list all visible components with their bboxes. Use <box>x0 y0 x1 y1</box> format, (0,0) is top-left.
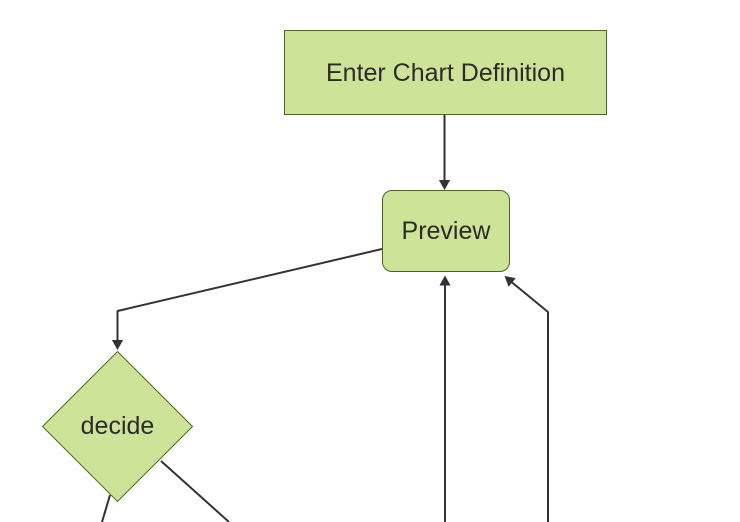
node-preview: Preview <box>382 190 510 272</box>
edge-bottom-right-to-preview <box>504 276 549 522</box>
edge-decide-out-bottom-left-line <box>101 494 111 522</box>
arrowhead-down-icon <box>438 180 451 190</box>
arrowhead-up-icon <box>439 275 451 286</box>
edge-enter-chart-definition-to-preview <box>438 115 451 190</box>
node-decide: decide <box>41 350 194 503</box>
node-decide-label: decide <box>80 412 155 440</box>
edge-preview-to-decide <box>111 248 383 350</box>
edge-bottom-right-to-preview-line <box>511 281 549 522</box>
edge-decide-out-bottom-right-line <box>160 460 230 522</box>
arrowhead-up-left-icon <box>504 276 516 287</box>
node-preview-label: Preview <box>401 217 491 245</box>
node-enter-chart-definition: Enter Chart Definition <box>284 30 607 115</box>
edge-decide-out-bottom-left <box>101 494 111 522</box>
edge-decide-out-bottom-right <box>160 460 230 522</box>
arrowhead-down-icon <box>111 340 124 350</box>
edge-preview-to-decide-line <box>116 248 383 341</box>
edge-bottom-to-preview-center <box>439 275 451 522</box>
node-enter-chart-definition-label: Enter Chart Definition <box>325 58 565 87</box>
